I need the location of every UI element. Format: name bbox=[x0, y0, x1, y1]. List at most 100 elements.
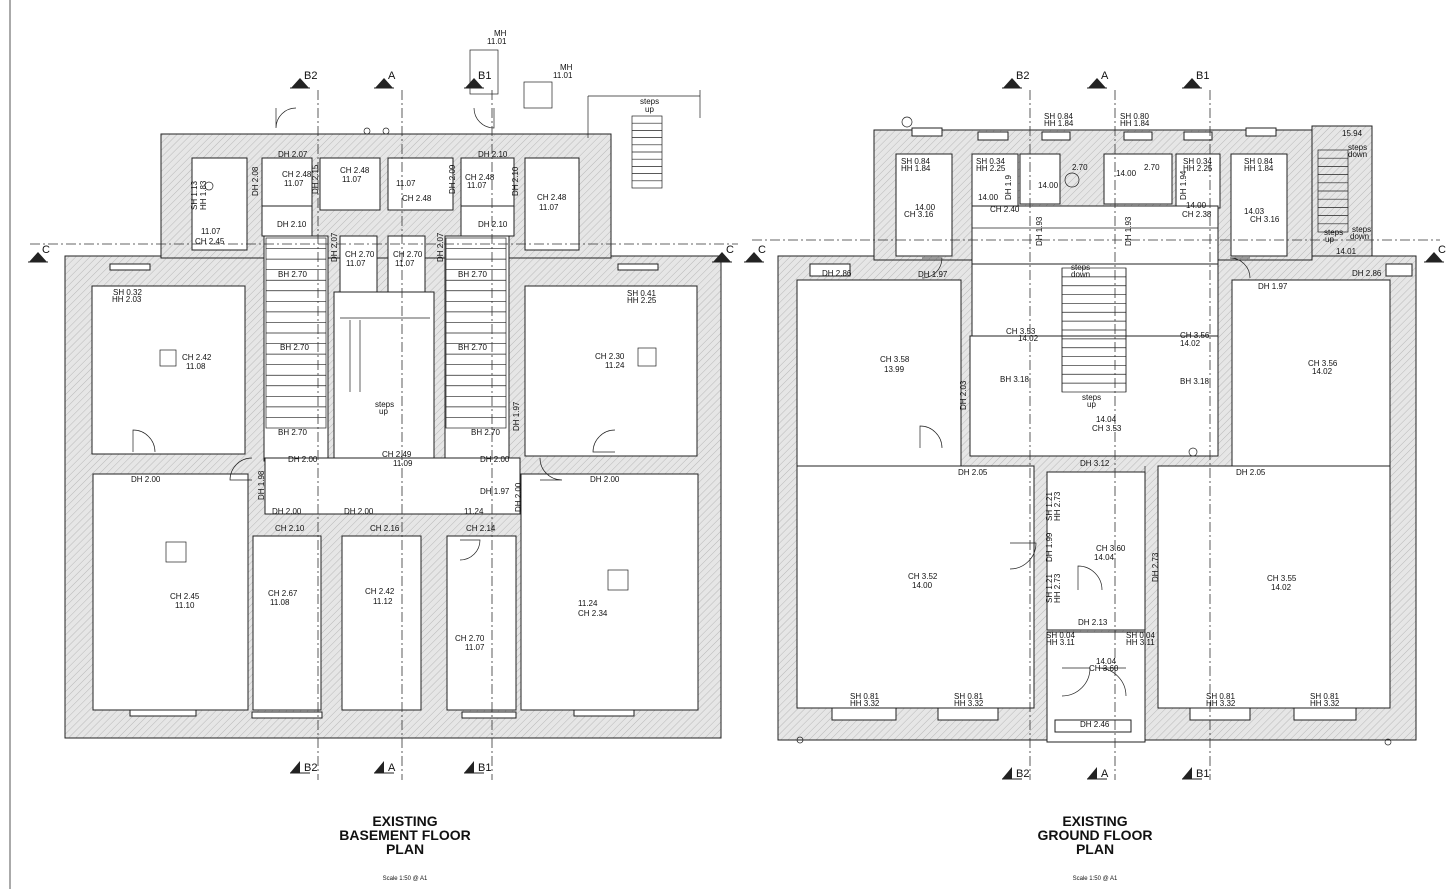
plan-label: CH 2.45 bbox=[195, 237, 225, 246]
plan-label: up bbox=[645, 105, 654, 114]
section-marker: C bbox=[712, 244, 734, 263]
plan-label: 11.07 bbox=[539, 203, 559, 212]
door-4 bbox=[1061, 667, 1091, 697]
plan-label: steps bbox=[1324, 228, 1343, 237]
plan-label: SH 0.34 bbox=[1183, 157, 1212, 166]
plan-label: Scale 1:50 @ A1 bbox=[383, 876, 428, 882]
plan-label: CH 2.67 bbox=[268, 589, 298, 598]
plan-label: CH 3.53 bbox=[1006, 327, 1036, 336]
plan-label: SH 1.21 bbox=[1045, 574, 1054, 603]
plan-label: PLAN bbox=[1076, 841, 1114, 857]
plan-label: BH 2.70 bbox=[278, 270, 307, 279]
section-marker-label: B1 bbox=[1196, 768, 1209, 780]
plan-label: CH 2.16 bbox=[370, 524, 400, 533]
window-5 bbox=[1293, 707, 1357, 721]
plan-label: CH 3.55 bbox=[1267, 574, 1297, 583]
plan-label: CH 2.30 bbox=[595, 352, 625, 361]
section-marker-label: B2 bbox=[304, 70, 317, 82]
plan-label: DH 2.10 bbox=[478, 220, 508, 229]
plan-label: SH 0.84 bbox=[901, 157, 930, 166]
plan-label: 14.02 bbox=[1271, 583, 1292, 592]
room-18 bbox=[264, 457, 521, 515]
plan-label: DH 2.07 bbox=[436, 232, 445, 262]
plan-label: 11.07 bbox=[201, 227, 221, 236]
plan-label: HH 3.11 bbox=[1126, 638, 1155, 647]
section-marker-label: A bbox=[388, 762, 396, 774]
section-marker: B2 bbox=[1002, 70, 1029, 89]
plan-label: 11.10 bbox=[175, 601, 195, 610]
room-20 bbox=[460, 205, 515, 237]
void-0 bbox=[159, 349, 177, 367]
plan-label: up bbox=[379, 407, 388, 416]
plan-label: DH 2.00 bbox=[514, 482, 523, 512]
plan-label: 11.07 bbox=[465, 643, 485, 652]
door-7 bbox=[1229, 257, 1251, 279]
plan-label: HH 2.73 bbox=[1053, 573, 1062, 603]
plan-label: 11.07 bbox=[467, 181, 487, 190]
plan-label: 11.07 bbox=[342, 175, 362, 184]
plan-label: HH 1.84 bbox=[1044, 119, 1074, 128]
plan-label: DH 1.97 bbox=[918, 270, 948, 279]
section-marker: A bbox=[374, 70, 396, 89]
window-0 bbox=[109, 263, 151, 271]
plan-label: BH 3.18 bbox=[1000, 375, 1029, 384]
room-2 bbox=[796, 465, 1035, 709]
plan-label: CH 2.70 bbox=[393, 250, 423, 259]
plan-label: 11.01 bbox=[487, 37, 507, 46]
room-19 bbox=[261, 205, 313, 237]
plan-label: 14.04 bbox=[1096, 415, 1117, 424]
manhole-1 bbox=[469, 49, 499, 95]
section-marker: B2 bbox=[1002, 767, 1029, 780]
section-marker: C bbox=[744, 244, 766, 263]
section-marker-label: C bbox=[758, 244, 766, 256]
plan-label: 11.08 bbox=[270, 598, 290, 607]
plan-label: DH 3.12 bbox=[1080, 459, 1110, 468]
door-4 bbox=[539, 457, 563, 481]
plan-label: CH 2.34 bbox=[578, 609, 608, 618]
plan-label: 11.07 bbox=[395, 259, 415, 268]
void-3 bbox=[607, 569, 629, 591]
chimney-1 bbox=[1041, 131, 1071, 141]
plan-label: DH 2.05 bbox=[958, 468, 988, 477]
section-marker: B2 bbox=[290, 70, 317, 89]
section-marker: A bbox=[374, 761, 396, 774]
room-7 bbox=[1230, 153, 1288, 257]
void-2 bbox=[165, 541, 187, 563]
plan-label: CH 2.42 bbox=[365, 587, 395, 596]
plan-label: BH 2.70 bbox=[280, 343, 309, 352]
plan-label: CH 2.42 bbox=[182, 353, 212, 362]
plan-label: 11.12 bbox=[373, 597, 393, 606]
plan-label: 14.00 bbox=[1038, 181, 1059, 190]
plan-label: 14.02 bbox=[1018, 334, 1039, 343]
window-4 bbox=[1189, 707, 1251, 721]
plan-label: DH 2.00 bbox=[344, 507, 374, 516]
plan-label: down bbox=[1350, 232, 1369, 241]
plan-label: HH 2.25 bbox=[976, 164, 1006, 173]
plan-label: 2.70 bbox=[1072, 163, 1088, 172]
plan-label: SH 0.81 bbox=[1206, 692, 1235, 701]
plan-label: 11.01 bbox=[553, 71, 573, 80]
section-marker-label: A bbox=[1101, 768, 1109, 780]
plan-label: DH 2.08 bbox=[251, 166, 260, 196]
plan-label: CH 2.70 bbox=[455, 634, 485, 643]
plan-label: HH 3.32 bbox=[850, 699, 880, 708]
section-marker-label: B1 bbox=[1196, 70, 1209, 82]
plan-label: CH 2.49 bbox=[382, 450, 412, 459]
plan-label: CH 2.70 bbox=[345, 250, 375, 259]
plan-label: 13.99 bbox=[884, 365, 905, 374]
plan-label: HH 3.32 bbox=[1206, 699, 1236, 708]
chimney-3 bbox=[1183, 131, 1213, 141]
chimney-5 bbox=[1245, 127, 1277, 137]
plan-label: DH 2.86 bbox=[822, 269, 852, 278]
plan-label: Scale 1:50 @ A1 bbox=[1073, 876, 1118, 882]
plan-label: DH 2.10 bbox=[478, 150, 508, 159]
plan-label: CH 3.56 bbox=[1308, 359, 1338, 368]
plan-label: 11.24 bbox=[578, 599, 598, 608]
plan-label: SH 1.21 bbox=[1045, 492, 1054, 521]
room-7 bbox=[191, 157, 248, 251]
window-1 bbox=[617, 263, 659, 271]
section-marker-label: C bbox=[726, 244, 734, 256]
plan-label: SH 0.81 bbox=[1310, 692, 1339, 701]
window-2 bbox=[831, 707, 897, 721]
plan-label: HH 2.25 bbox=[1183, 164, 1213, 173]
